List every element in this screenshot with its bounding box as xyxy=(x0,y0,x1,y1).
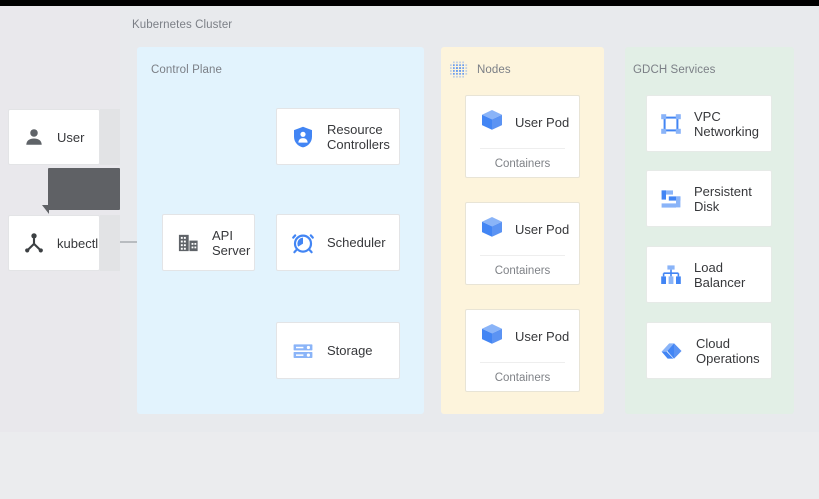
card-load-balancer[interactable]: Load Balancer xyxy=(646,246,772,303)
persistent-disk-icon xyxy=(659,187,683,211)
card-storage[interactable]: Storage xyxy=(276,322,400,379)
user-card-shadow xyxy=(100,109,120,165)
vpc-network-icon xyxy=(659,112,683,136)
pod-label: User Pod xyxy=(515,221,570,237)
hover-tooltip xyxy=(42,168,120,214)
top-black-bar xyxy=(0,0,819,6)
api-server-building-icon xyxy=(177,231,200,254)
pod-sublabel: Containers xyxy=(494,372,551,384)
card-api-server[interactable]: API Server xyxy=(162,214,255,271)
card-persistent-disk[interactable]: Persistent Disk xyxy=(646,170,772,227)
card-label-vpc-networking: VPC Networking xyxy=(694,108,760,139)
card-label-resource-controllers: Resource Controllers xyxy=(327,121,390,152)
alarm-clock-icon xyxy=(291,231,315,255)
card-label-scheduler: Scheduler xyxy=(327,235,386,250)
pod-divider xyxy=(480,362,565,363)
pod-divider xyxy=(480,255,565,256)
pod-divider xyxy=(480,148,565,149)
actor-card-kubectl[interactable]: kubectl xyxy=(8,215,100,271)
kubectl-card-shadow xyxy=(100,215,120,271)
card-scheduler[interactable]: Scheduler xyxy=(276,214,400,271)
pod-header: User Pod xyxy=(466,96,579,148)
pod-sublabel: Containers xyxy=(494,265,551,277)
actor-label-user: User xyxy=(57,129,85,145)
pod-sublabel: Containers xyxy=(494,158,551,170)
pod-card-user-pod-1[interactable]: User Pod Containers xyxy=(465,95,580,178)
panel-label-nodes: Nodes xyxy=(477,64,511,76)
dot-grid-icon xyxy=(450,61,468,79)
pod-label: User Pod xyxy=(515,114,570,130)
card-vpc-networking[interactable]: VPC Networking xyxy=(646,95,772,152)
actor-label-kubectl: kubectl xyxy=(57,235,99,251)
pod-cube-icon xyxy=(479,214,505,245)
page-title: Kubernetes Cluster xyxy=(132,19,233,31)
pod-card-user-pod-3[interactable]: User Pod Containers xyxy=(465,309,580,392)
pod-label: User Pod xyxy=(515,328,570,344)
panel-label-gdch-services: GDCH Services xyxy=(633,64,716,76)
load-balancer-icon xyxy=(659,263,683,287)
actor-card-user[interactable]: User xyxy=(8,109,100,165)
cloud-operations-icon xyxy=(659,338,685,364)
storage-server-icon xyxy=(291,339,315,363)
pod-header: User Pod xyxy=(466,310,579,362)
card-label-persistent-disk: Persistent Disk xyxy=(694,183,752,214)
person-icon xyxy=(23,126,45,148)
card-label-storage: Storage xyxy=(327,343,373,358)
panel-label-control-plane: Control Plane xyxy=(151,64,222,76)
pod-cube-icon xyxy=(479,321,505,352)
card-resource-controllers[interactable]: Resource Controllers xyxy=(276,108,400,165)
shield-person-icon xyxy=(291,125,315,149)
pod-card-user-pod-2[interactable]: User Pod Containers xyxy=(465,202,580,285)
pod-cube-icon xyxy=(479,107,505,138)
card-label-load-balancer: Load Balancer xyxy=(694,259,746,290)
card-label-api-server: API Server xyxy=(212,227,251,258)
pod-header: User Pod xyxy=(466,203,579,255)
card-cloud-operations[interactable]: Cloud Operations xyxy=(646,322,772,379)
kubectl-icon xyxy=(23,232,45,254)
card-label-cloud-operations: Cloud Operations xyxy=(696,335,760,366)
